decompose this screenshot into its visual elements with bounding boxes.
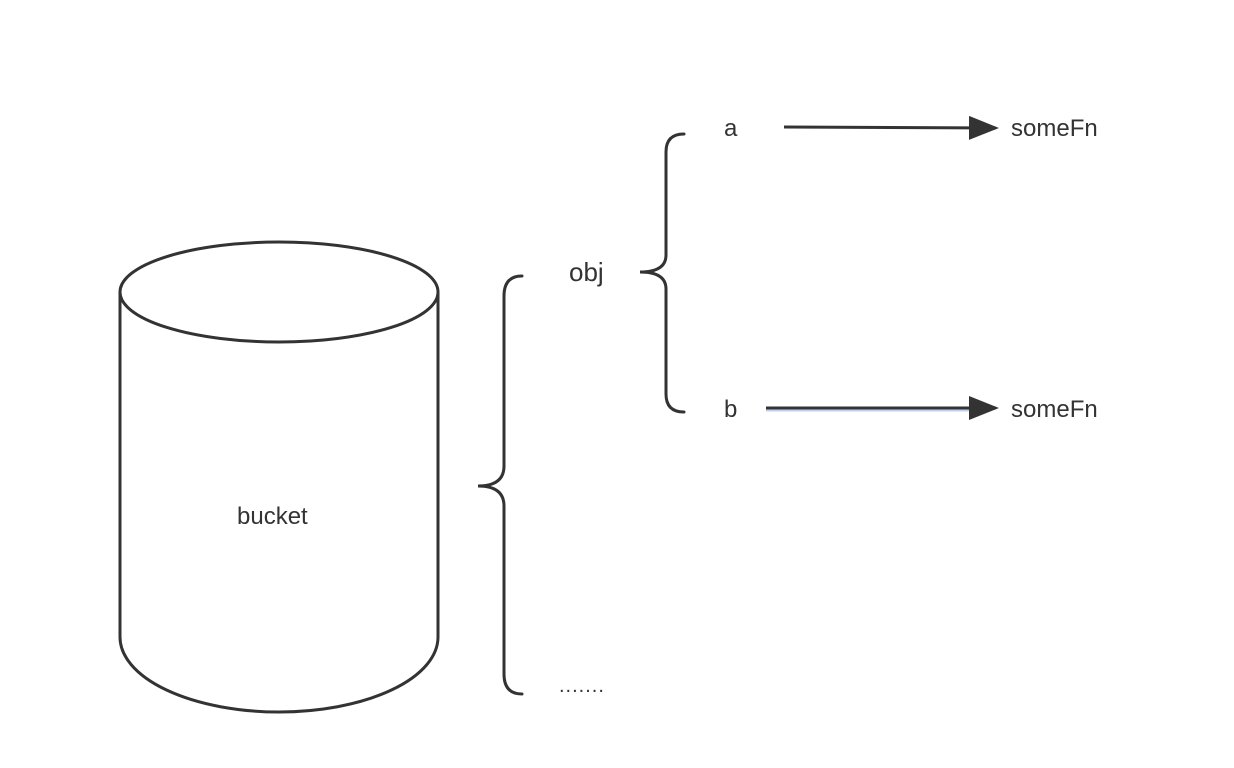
someFn-b-label: someFn xyxy=(1011,396,1098,423)
property-a-label: a xyxy=(724,115,738,142)
obj-brace xyxy=(639,132,686,414)
someFn-a-label: someFn xyxy=(1011,115,1098,142)
bucket-body xyxy=(118,292,440,714)
arrow-a-to-someFn xyxy=(783,115,999,140)
bucket-cylinder xyxy=(118,240,440,714)
bucket-top-ellipse xyxy=(118,240,440,344)
ellipsis-label: ....... xyxy=(559,675,605,697)
bucket-label: bucket xyxy=(237,503,308,530)
property-b-label: b xyxy=(724,396,738,423)
bucket-contents-brace xyxy=(477,274,524,696)
obj-label: obj xyxy=(569,257,604,287)
